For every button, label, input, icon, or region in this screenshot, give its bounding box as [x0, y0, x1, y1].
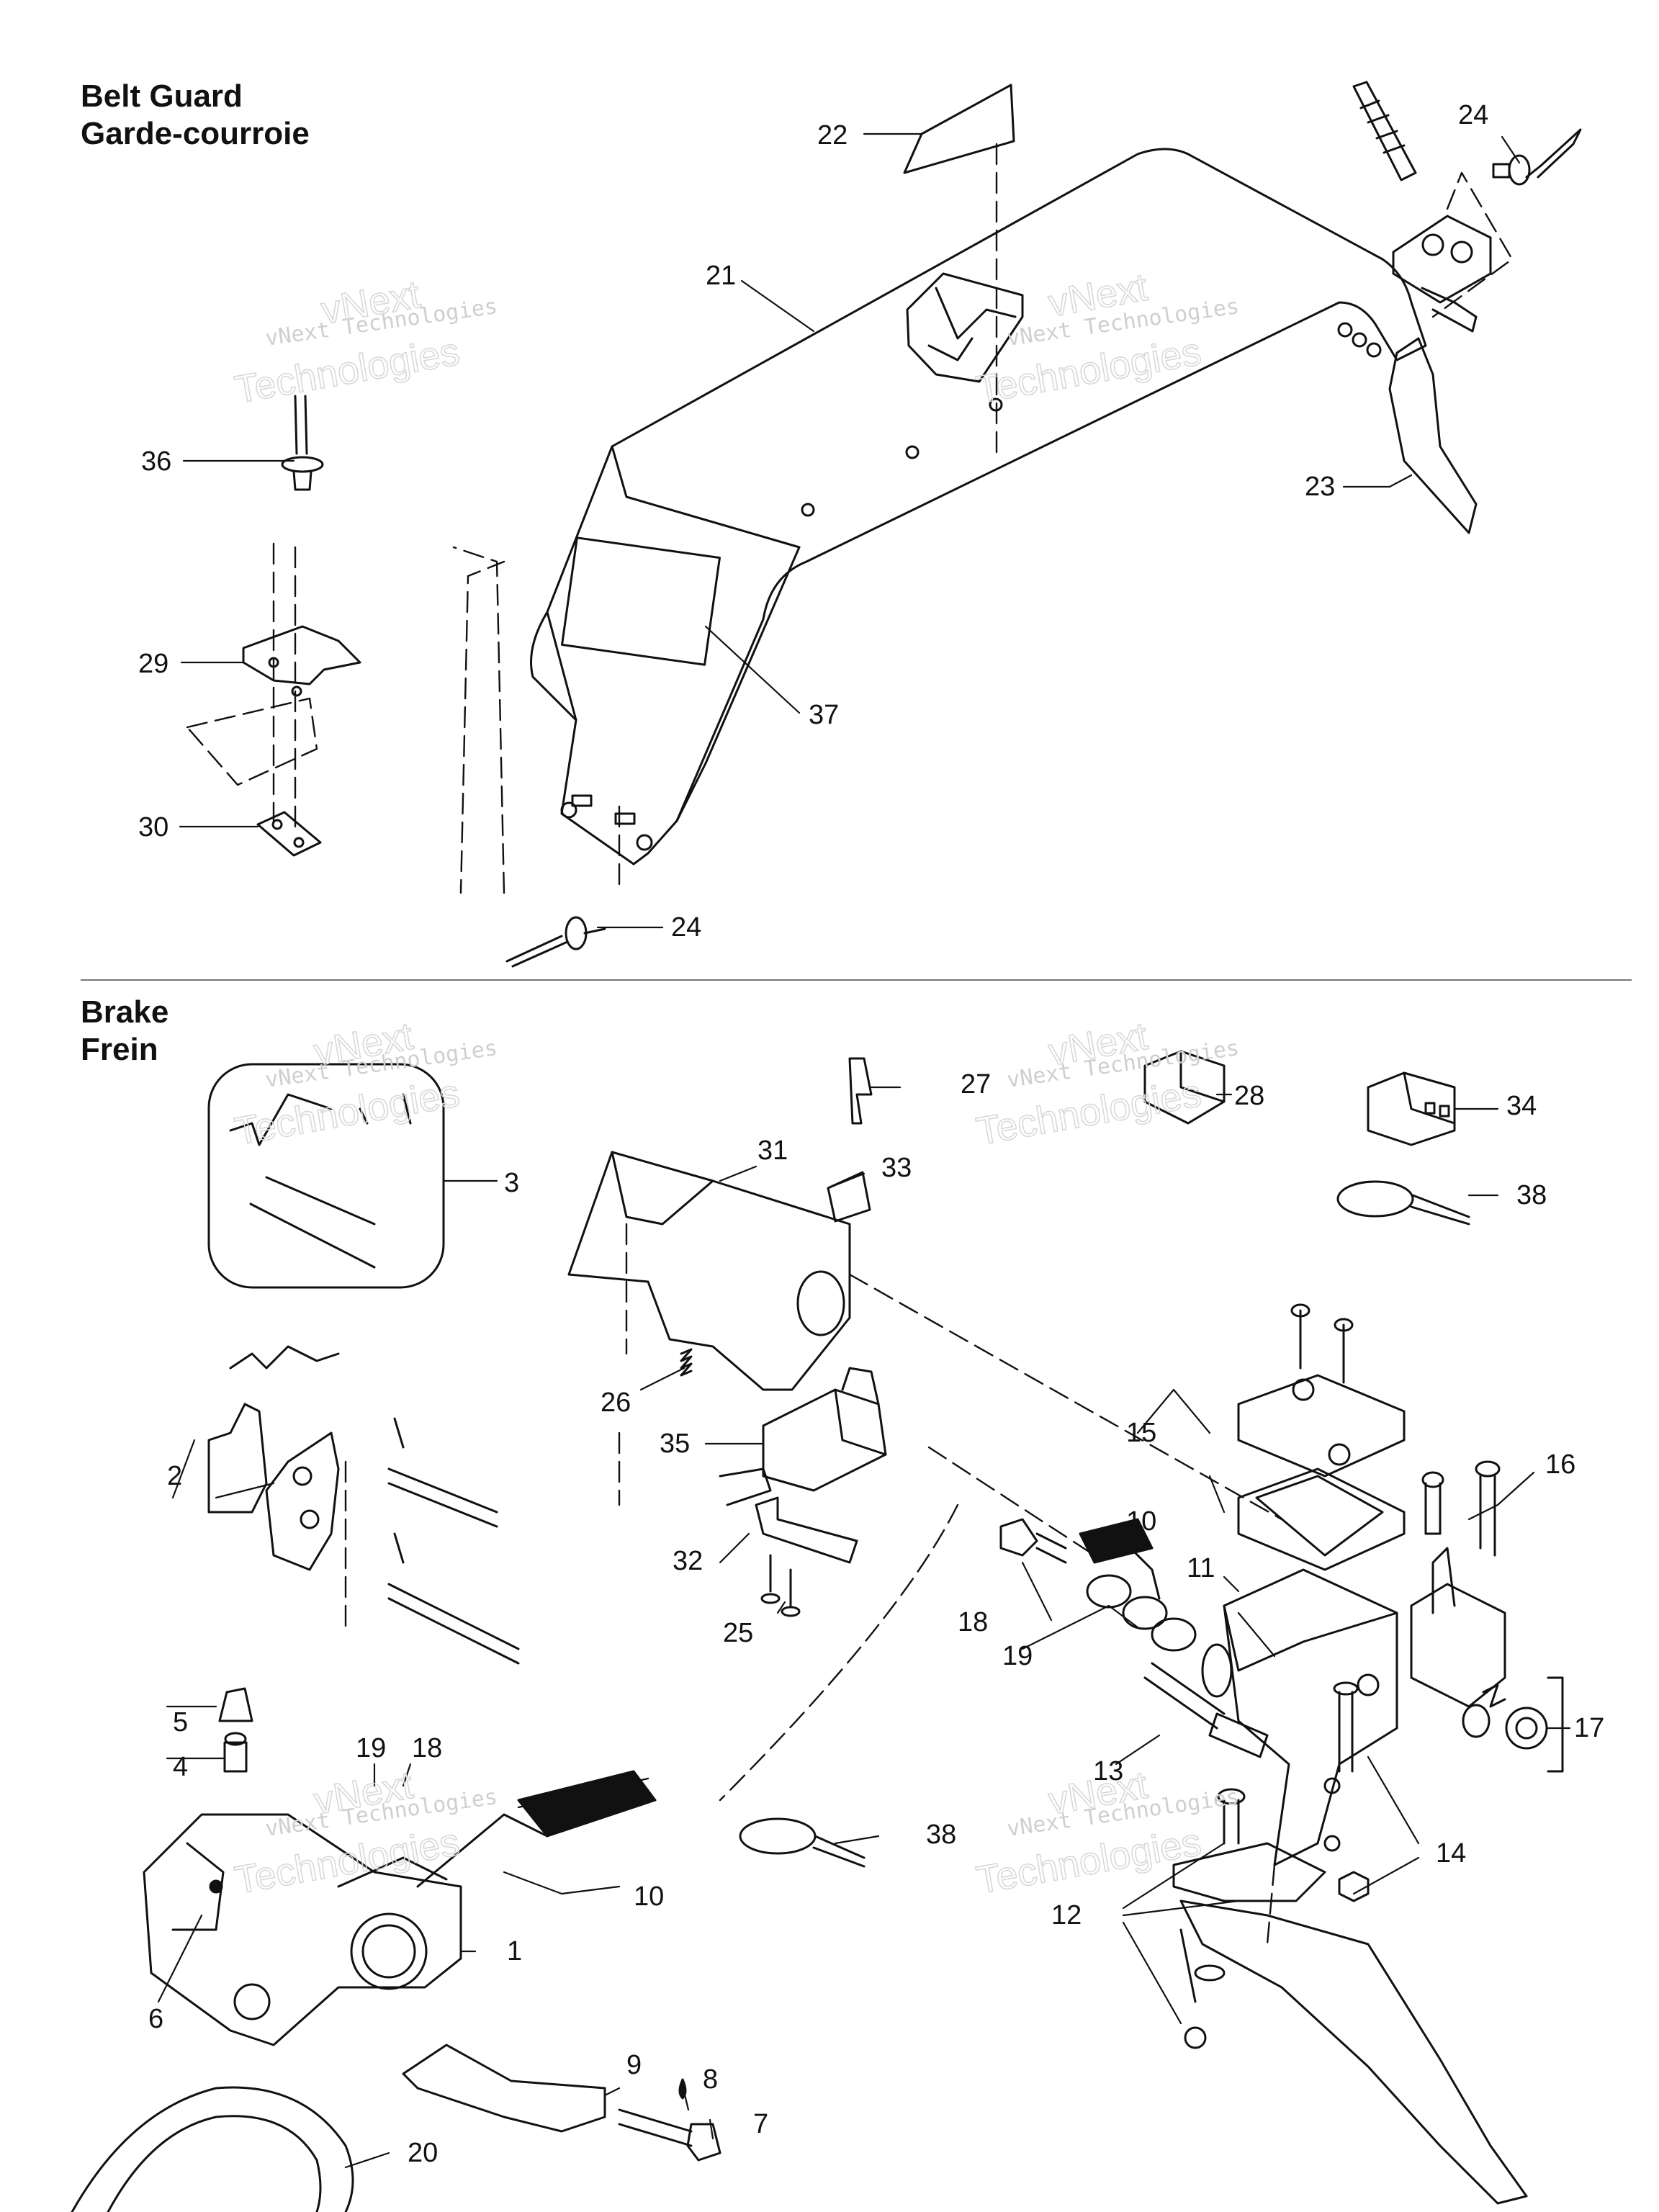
pad-pins — [387, 1417, 520, 1665]
decal-22 — [903, 84, 1015, 174]
callout-30: 30 — [138, 812, 168, 842]
switch-35 — [719, 1367, 887, 1506]
bleeder-cap-5 — [218, 1687, 253, 1722]
callout-18-right: 18 — [958, 1607, 988, 1637]
section-divider — [81, 979, 1632, 981]
rivet-24-lower — [505, 916, 606, 968]
callout-36: 36 — [141, 446, 171, 477]
brake-disc-20 — [71, 2086, 354, 2212]
watermark-group: vNext Technologies vNext Technologies vN… — [231, 265, 1241, 1903]
callout-16: 16 — [1545, 1449, 1575, 1480]
screws-25 — [760, 1554, 801, 1617]
belt-guard-title-fr: Garde-courroie — [81, 116, 310, 151]
callout-22: 22 — [817, 120, 848, 150]
rivet-24-upper — [1492, 128, 1582, 186]
banjo-fitting-13 — [1143, 1662, 1269, 1758]
callout-26: 26 — [601, 1388, 631, 1418]
callout-32: 32 — [673, 1546, 703, 1576]
connector-28 — [1143, 1050, 1226, 1125]
spring-26 — [680, 1348, 693, 1377]
leader-lines — [157, 132, 1571, 2169]
callout-23: 23 — [1305, 472, 1335, 502]
callout-12: 12 — [1051, 1900, 1082, 1930]
callout-6: 6 — [148, 2004, 163, 2034]
section-title-brake: Brake Frein — [81, 994, 168, 1069]
belt-guard-title-en: Belt Guard — [81, 78, 243, 114]
kit-contents — [229, 1093, 412, 1269]
callout-38-lower: 38 — [926, 1820, 956, 1850]
callout-5: 5 — [173, 1707, 188, 1737]
callout-9: 9 — [626, 2050, 642, 2080]
master-cylinder-11 — [1201, 1568, 1398, 1866]
belt-guard-body — [530, 148, 1427, 866]
callout-17: 17 — [1574, 1713, 1604, 1743]
clip-29 — [242, 625, 361, 697]
tag-33 — [827, 1171, 871, 1223]
plate-30 — [256, 811, 322, 857]
callout-2: 2 — [167, 1461, 182, 1491]
callout-25: 25 — [723, 1618, 753, 1648]
callout-29: 29 — [138, 649, 168, 679]
callout-8: 8 — [703, 2064, 718, 2095]
banjo-bolt-18 — [999, 1518, 1067, 1564]
callout-10-lower: 10 — [634, 1881, 664, 1912]
reservoir-cover-15 — [1237, 1374, 1406, 1571]
callout-21: 21 — [706, 261, 736, 291]
callout-18-left: 18 — [412, 1733, 442, 1763]
hardware-kit-box-3 — [207, 1063, 445, 1289]
callout-15: 15 — [1126, 1418, 1156, 1448]
spark-plug-detail — [1352, 81, 1417, 181]
guard-mount-block — [1392, 215, 1492, 333]
callout-24-lower: 24 — [671, 912, 701, 943]
switch-housing-31 — [567, 1151, 851, 1391]
callout-4: 4 — [173, 1752, 188, 1782]
callout-19-right: 19 — [1002, 1641, 1033, 1671]
bolt-and-nut-14 — [1333, 1681, 1370, 1902]
callout-1: 1 — [507, 1936, 522, 1966]
callout-38-upper: 38 — [1516, 1180, 1547, 1210]
callout-20: 20 — [408, 2138, 438, 2168]
callout-19-left: 19 — [356, 1733, 386, 1763]
section-title-belt-guard: Belt Guard Garde-courroie — [81, 78, 310, 153]
clip-27 — [848, 1057, 873, 1125]
bolt-36 — [281, 395, 324, 491]
bolt-7 — [618, 2108, 721, 2162]
bracket-32 — [755, 1496, 858, 1564]
callout-33: 33 — [881, 1153, 912, 1183]
callout-11: 11 — [1187, 1553, 1215, 1583]
clip-and-cap-17 — [1462, 1676, 1564, 1773]
callout-3: 3 — [504, 1168, 519, 1198]
callout-13: 13 — [1093, 1756, 1123, 1786]
callout-10-upper: 10 — [1126, 1506, 1156, 1537]
cable-tie-38-upper — [1336, 1180, 1470, 1226]
callout-7: 7 — [753, 2109, 768, 2139]
callout-35: 35 — [660, 1429, 690, 1459]
cable-tie-38-lower — [739, 1817, 866, 1868]
callout-labels: 22 21 24 23 36 37 29 30 24 3 31 33 27 28… — [138, 100, 1604, 2168]
bleeder-4 — [223, 1732, 248, 1773]
callout-27: 27 — [961, 1069, 991, 1100]
brake-pads-2 — [207, 1345, 340, 1571]
brake-title-en: Brake — [81, 994, 169, 1030]
guard-top-clip — [906, 272, 1024, 383]
callout-37: 37 — [809, 700, 839, 730]
brake-title-fr: Frein — [81, 1032, 158, 1067]
caliper-bracket-9 — [402, 2044, 606, 2133]
guard-bracket-23 — [1388, 337, 1478, 534]
callout-14: 14 — [1436, 1838, 1466, 1869]
cover-screws — [1290, 1303, 1354, 1384]
connector-34 — [1367, 1071, 1456, 1146]
callout-24-upper: 24 — [1458, 100, 1488, 130]
callout-31: 31 — [757, 1136, 788, 1166]
clamp-16 — [1410, 1460, 1506, 1708]
dashed-assembly-lines — [186, 143, 1514, 1946]
callout-28: 28 — [1234, 1081, 1264, 1111]
callout-34: 34 — [1506, 1091, 1537, 1121]
caliper-1 — [143, 1813, 462, 2046]
brake-lever-12 — [1172, 1788, 1528, 2205]
